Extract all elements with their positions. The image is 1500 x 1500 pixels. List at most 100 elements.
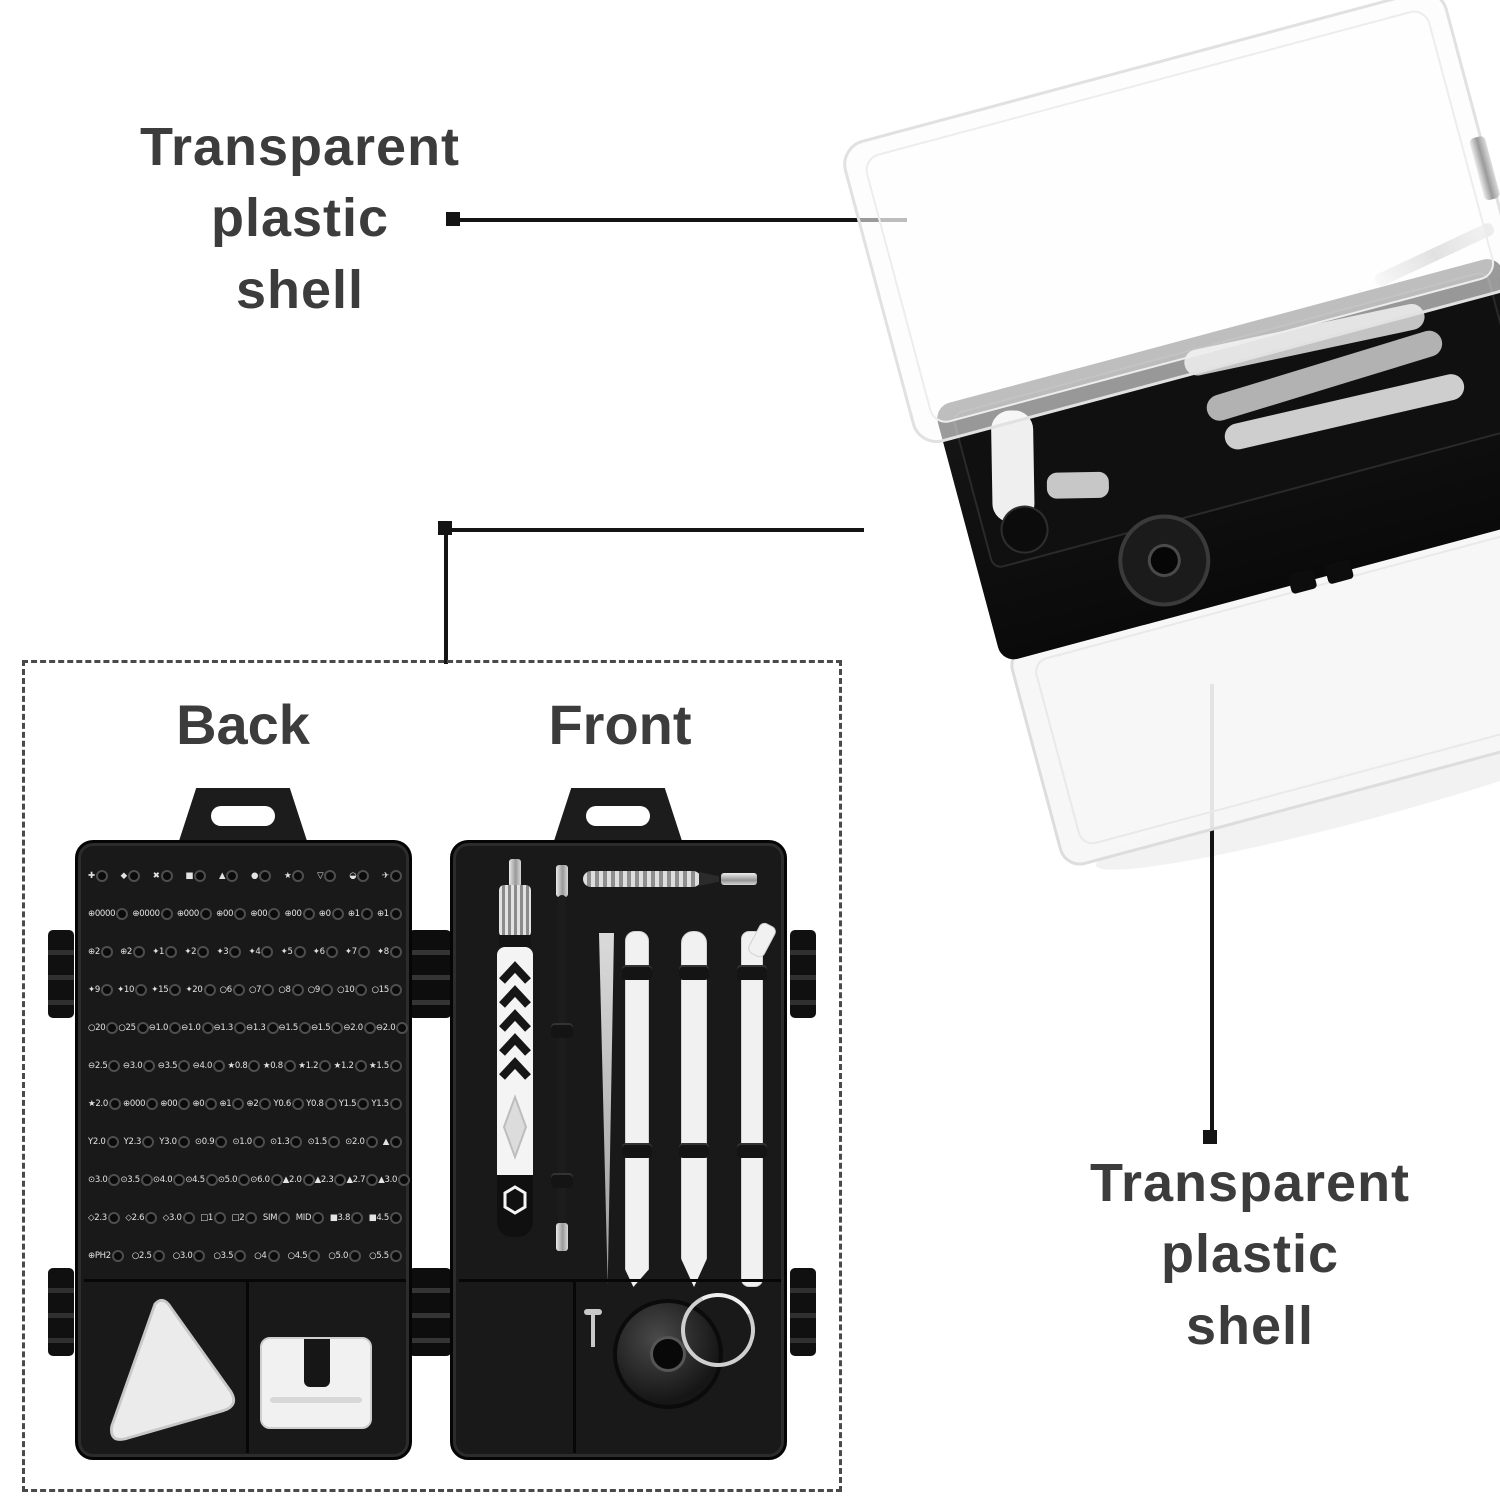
bit-slot: ○9 [308,984,333,996]
retaining-clip [679,965,709,980]
bit-slot: ⊕00 [250,908,281,920]
bit-slot: Y0.8 [306,1098,337,1110]
bit-slot: ◇2.3 [88,1212,120,1224]
bit-slot: ▲ [219,870,239,882]
bit-slot: ⊕1 [377,908,402,920]
bit-slot: ★1.5 [369,1060,402,1072]
bit-slot: ✦8 [377,946,402,958]
bit-slot: ✦20 [185,984,216,996]
bit-slot: Y0.6 [274,1098,305,1110]
bit-slot: ✦15 [151,984,182,996]
bit-slot: ⊕2 [247,1098,272,1110]
spudger-flat [625,931,649,1287]
flex-shaft-top-connector [556,865,568,897]
retaining-clip [551,1173,573,1188]
bit-slot: ■3.8 [330,1212,364,1224]
bit-slot: ■4.5 [369,1212,402,1224]
bit-slot: ⊖3.5 [158,1060,191,1072]
bit-slot: ○25 [118,1022,149,1034]
bit-slot: ✖ [153,870,173,882]
bit-slot: ★1.2 [298,1060,332,1072]
bit-slot: ▲3.0 [378,1174,411,1186]
retaining-clip [737,965,767,980]
callout-bottom-right: Transparent plastic shell [1065,1148,1435,1362]
bit-slot: ○6 [220,984,245,996]
bit-slot: ✦2 [184,946,210,958]
flex-extension-shaft [558,895,566,1225]
bit-slot: ✦1 [152,946,178,958]
bit-slot: ⊕000 [177,908,212,920]
callout-bottom-right-line2: plastic [1160,1224,1340,1285]
precision-knife-collet [699,872,719,886]
tweezers [599,933,614,1285]
bit-slot: ★1.2 [334,1060,367,1072]
bit-slot: ⊕000 [123,1098,159,1110]
bit-slot: ✦9 [88,984,113,996]
tray-divider [84,1279,406,1282]
front-panel-hang-hole [586,806,650,826]
driver-handle-in-box [991,410,1109,554]
tray-divider [459,1279,781,1282]
toolbox-shadow [1095,716,1500,870]
bit-slot: ⊙3.5 [120,1174,153,1186]
hex-adapter [1469,136,1500,201]
screwdriver-base [497,1175,533,1237]
bit-slot: ○8 [278,984,304,996]
retaining-clip [622,965,652,980]
precision-knife-handle [583,871,701,887]
bit-slot: □1 [200,1212,226,1224]
connector-line-middle-vertical [444,528,448,664]
bit-slot: ⊕PH2 [88,1250,124,1262]
bit-slot: ▽ [317,870,337,882]
spudger-pointed [681,931,707,1287]
bit-slot: ⊖1.0 [181,1022,214,1034]
bit-slot: ⊖1.3 [246,1022,279,1034]
toolbox-exploded-photo [843,0,1500,870]
bit-slot: ✦4 [249,946,274,958]
case-hinge [408,1268,452,1356]
bit-slot: ○2.5 [132,1250,165,1262]
latch-clips [1288,273,1500,594]
bit-slot: ✦7 [345,946,370,958]
bit-slot: ⊙6.0 [250,1174,283,1186]
bit-slot: ⊙0.9 [195,1136,228,1148]
bit-slot: ▲ [383,1136,402,1148]
bit-slot: ✦5 [281,946,306,958]
bit-slot: Y2.0 [88,1136,119,1148]
back-heading: Back [176,693,310,756]
magnetizer-slot [304,1339,330,1387]
screwdriver-hex-mark [503,1185,527,1215]
front-panel [450,840,787,1460]
callout-top-left-line1: Transparent [139,117,461,177]
bit-slot: ○7 [249,984,275,996]
bit-slot: ✦3 [216,946,242,958]
screwdriver-ring [499,935,531,947]
bit-slot: ⊖3.0 [123,1060,156,1072]
bit-slot: ⊕0 [319,908,344,920]
bit-slot: ⊕2 [120,946,146,958]
hook-opening-tool [741,931,763,1287]
hex-bit-adapter [721,873,757,885]
bit-slot: ⊖2.5 [88,1060,121,1072]
bit-slot: ⊙3.0 [88,1174,121,1186]
triangle-pry-pick [110,1298,236,1441]
bit-slot: ⊖1.3 [214,1022,247,1034]
bit-slot: ▲2.3 [315,1174,347,1186]
back-panel-hang-hole [211,806,275,826]
bit-slot: ○4.5 [288,1250,321,1262]
bit-slot: ■ [185,870,207,882]
bit-slot: ⊕2 [88,946,113,958]
callout-top-left: Transparent plastic shell [115,112,485,326]
case-side-clip [790,930,816,1018]
case-side-clip [790,1268,816,1356]
bit-slot: ⊖1.5 [279,1022,311,1034]
bit-slot: ○15 [372,984,402,996]
bit-slot: ★2.0 [88,1098,121,1110]
flex-shaft-bottom-connector [556,1223,568,1251]
case-hinge [408,930,452,1018]
bit-slot: ⊙2.0 [345,1136,378,1148]
bit-slot: SIM [263,1212,291,1224]
connector-line-top-left [452,218,907,222]
bit-slot: Y3.0 [159,1136,190,1148]
